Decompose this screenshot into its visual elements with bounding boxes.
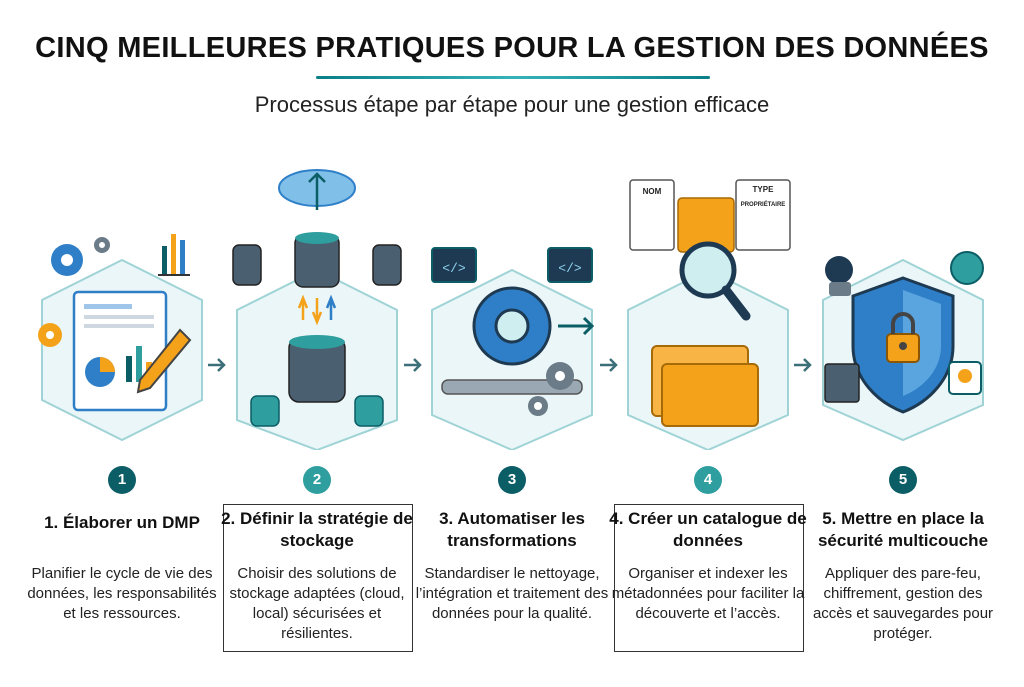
code-label: </> — [442, 261, 466, 276]
step-number-badge: 5 — [889, 466, 917, 494]
page-title: CINQ MEILLEURES PRATIQUES POUR LA GESTIO… — [35, 32, 989, 64]
step-3: </> </> 3 3. Automatiser les transformat… — [412, 150, 612, 670]
step-number-badge: 2 — [303, 466, 331, 494]
cloud-database-icon — [232, 169, 402, 450]
step-description: Planifier le cycle de vie des données, l… — [27, 565, 217, 622]
meta-label-nom: NOM — [643, 187, 662, 196]
arrow-right-icon — [600, 358, 618, 372]
arrow-right-icon — [208, 358, 226, 372]
page-subtitle: Processus étape par étape pour une gesti… — [254, 92, 770, 117]
step-number-badge: 1 — [108, 466, 136, 494]
title-underline — [316, 76, 710, 79]
step-highlight-frame — [223, 504, 413, 652]
step-highlight-frame — [614, 504, 804, 652]
step-description: Choisir des solutions de stockage adapté… — [229, 565, 405, 642]
arrow-right-icon — [794, 358, 812, 372]
step-4: NOM TYPE PROPRIÉTAIRE 4 4. Créer un cata… — [608, 150, 808, 670]
step-description: Organiser et indexer les métadonnées pou… — [611, 565, 805, 622]
code-label: </> — [558, 261, 582, 276]
step-number-badge: 3 — [498, 466, 526, 494]
step-2: 2 2. Définir la stratégie de stockage Ch… — [217, 150, 417, 670]
shield-lock-icon — [822, 251, 984, 442]
meta-label-type: TYPE — [753, 185, 775, 194]
step-heading: 1. Élaborer un DMP — [44, 513, 200, 532]
step-heading: 2. Définir la stratégie de stockage — [221, 509, 413, 550]
meta-label-proprietaire: PROPRIÉTAIRE — [741, 200, 786, 208]
step-description: Appliquer des pare-feu, chiffrement, ges… — [812, 565, 994, 642]
gear-pipeline-icon: </> </> — [431, 247, 595, 450]
step-heading: 5. Mettre en place la sécurité multicouc… — [817, 509, 989, 550]
step-description: Standardiser le nettoyage, l’intégration… — [415, 565, 609, 622]
step-heading: 3. Automatiser les transformations — [439, 509, 585, 550]
step-heading: 4. Créer un catalogue de données — [609, 509, 807, 550]
step-number-badge: 4 — [694, 466, 722, 494]
document-chart-pencil-icon — [38, 234, 203, 442]
step-1: 1 1. Élaborer un DMP Planifier le cycle … — [22, 150, 222, 670]
folder-magnifier-icon: NOM TYPE PROPRIÉTAIRE — [627, 179, 791, 450]
step-5: 5 5. Mettre en place la sécurité multico… — [803, 150, 1003, 670]
arrow-right-icon — [404, 358, 422, 372]
